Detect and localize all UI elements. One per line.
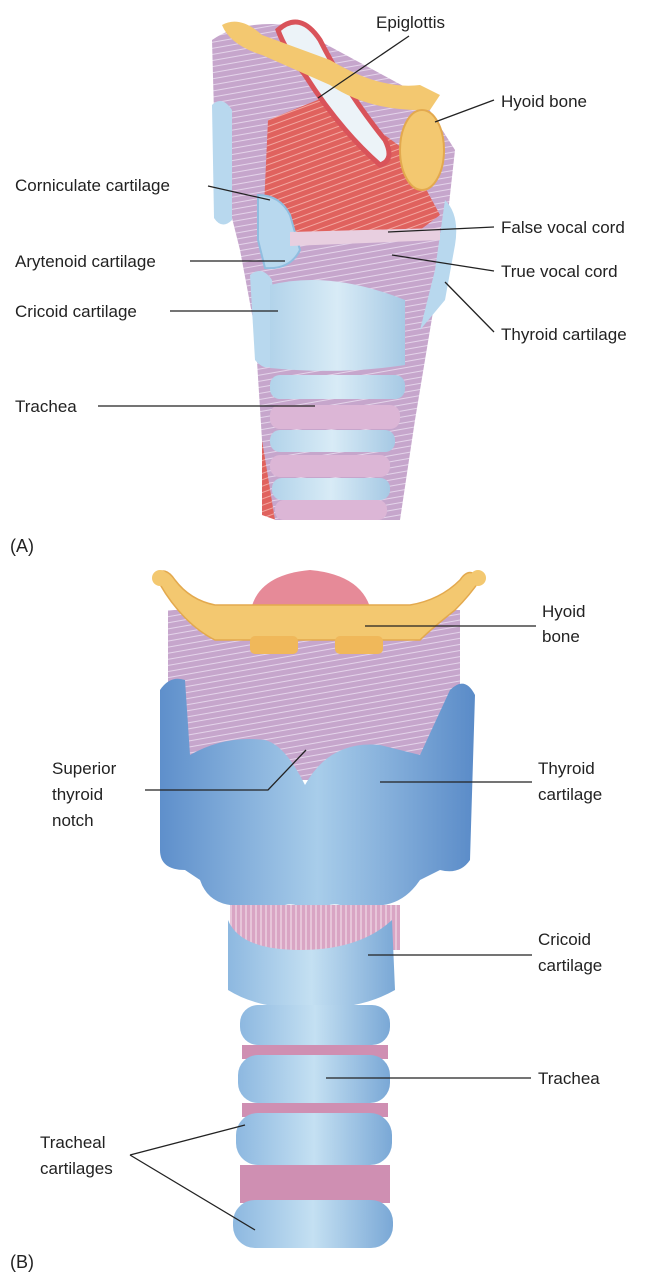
- trachea-rings-a: [270, 375, 405, 520]
- label-tracheal-cartilages: Tracheal cartilages: [40, 1133, 113, 1178]
- hyoid-greater-horn-left: [152, 570, 168, 586]
- label-epiglottis: Epiglottis: [376, 13, 445, 32]
- label-notch-line2: thyroid: [52, 785, 103, 804]
- label-corniculate-cartilage: Corniculate cartilage: [15, 176, 170, 195]
- label-cricoid-cartilage-b: Cricoid cartilage: [538, 930, 602, 975]
- posterior-cartilage-strip: [212, 101, 232, 225]
- hyoid-greater-horn-right: [470, 570, 486, 586]
- label-cricoid-b-line2: cartilage: [538, 956, 602, 975]
- cricoid-cartilage-shape: [270, 280, 405, 371]
- label-tracheal-line2: cartilages: [40, 1159, 113, 1178]
- label-hyoid-bone-b-line2: bone: [542, 627, 580, 646]
- label-hyoid-bone-b: Hyoid bone: [542, 602, 590, 646]
- label-notch-line1: Superior: [52, 759, 117, 778]
- label-trachea-a: Trachea: [15, 397, 77, 416]
- panel-a-illustration: [212, 22, 456, 520]
- panel-label-b: (B): [10, 1252, 34, 1272]
- label-tracheal-line1: Tracheal: [40, 1133, 106, 1152]
- label-thyroid-cartilage-b: Thyroid cartilage: [538, 759, 602, 804]
- label-false-vocal-cord: False vocal cord: [501, 218, 625, 237]
- label-superior-thyroid-notch: Superior thyroid notch: [52, 759, 121, 830]
- label-thyroid-b-line1: Thyroid: [538, 759, 595, 778]
- panel-label-a: (A): [10, 536, 34, 556]
- hyoid-body-inset-left: [250, 636, 298, 654]
- label-cricoid-b-line1: Cricoid: [538, 930, 591, 949]
- trachea-rings-b: [233, 1005, 393, 1248]
- label-notch-line3: notch: [52, 811, 94, 830]
- label-arytenoid-cartilage: Arytenoid cartilage: [15, 252, 156, 271]
- hyoid-bone-body-a: [400, 110, 444, 190]
- label-thyroid-cartilage-a: Thyroid cartilage: [501, 325, 627, 344]
- label-hyoid-bone-a: Hyoid bone: [501, 92, 587, 111]
- label-cricoid-cartilage-a: Cricoid cartilage: [15, 302, 137, 321]
- label-true-vocal-cord: True vocal cord: [501, 262, 618, 281]
- label-trachea-b: Trachea: [538, 1069, 600, 1088]
- label-hyoid-bone-b-line1: Hyoid: [542, 602, 585, 621]
- label-thyroid-b-line2: cartilage: [538, 785, 602, 804]
- hyoid-body-inset-right: [335, 636, 383, 654]
- panel-b-illustration: [152, 570, 486, 1248]
